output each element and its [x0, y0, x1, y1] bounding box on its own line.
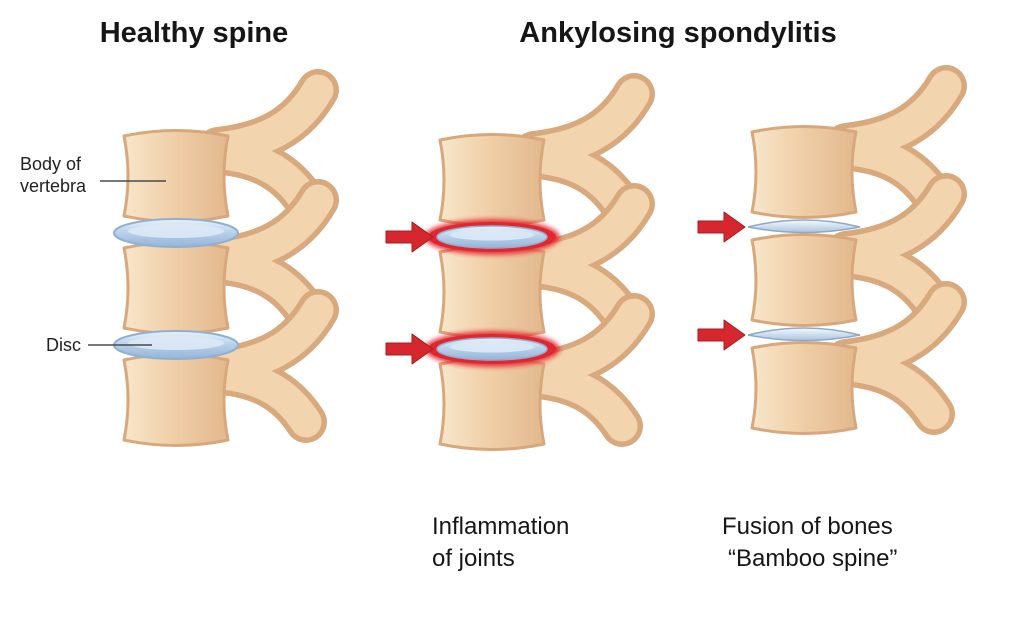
title-healthy-spine: Healthy spine: [100, 17, 289, 49]
spinous-process: [534, 204, 634, 316]
caption-inflammation-line1: Inflammation: [432, 513, 569, 540]
fusion-arrow-top-icon: [697, 211, 746, 243]
vertebra-body: [750, 125, 858, 219]
label-disc: Disc: [46, 335, 81, 355]
vertebra-body: [750, 233, 858, 327]
inflamed-disc: [424, 219, 560, 255]
vertebra-body: [122, 353, 230, 447]
vertebra-body: [438, 245, 546, 339]
fused-disc: [747, 327, 861, 342]
inflamed-spine-illustration: [424, 94, 634, 451]
inflammation-arrow-bottom-icon: [385, 333, 434, 365]
intervertebral-disc: [113, 218, 239, 248]
vertebra-body: [750, 341, 858, 435]
caption-fusion-line2: “Bamboo spine”: [728, 545, 897, 572]
label-body-of-vertebra-line1: Body of: [20, 154, 82, 174]
spinous-process: [218, 90, 318, 202]
spinous-process: [218, 310, 318, 422]
vertebra-body: [438, 133, 546, 227]
fused-disc: [747, 219, 861, 234]
spinous-process: [218, 200, 318, 312]
healthy-spine-illustration: [113, 90, 318, 447]
spinous-process: [534, 94, 634, 206]
spinous-process: [534, 314, 634, 426]
title-ankylosing-spondylitis: Ankylosing spondylitis: [519, 17, 836, 49]
vertebra-body: [438, 357, 546, 451]
label-body-of-vertebra-line2: vertebra: [20, 176, 87, 196]
fusion-arrow-bottom-icon: [697, 319, 746, 351]
inflamed-disc: [424, 331, 560, 367]
vertebra-body: [122, 241, 230, 335]
caption-fusion-line1: Fusion of bones: [722, 513, 893, 540]
inflammation-arrow-top-icon: [385, 221, 434, 253]
fused-spine-illustration: [747, 86, 946, 435]
vertebra-body: [122, 129, 230, 223]
caption-inflammation-line2: of joints: [432, 545, 515, 572]
spinous-process: [846, 302, 946, 414]
